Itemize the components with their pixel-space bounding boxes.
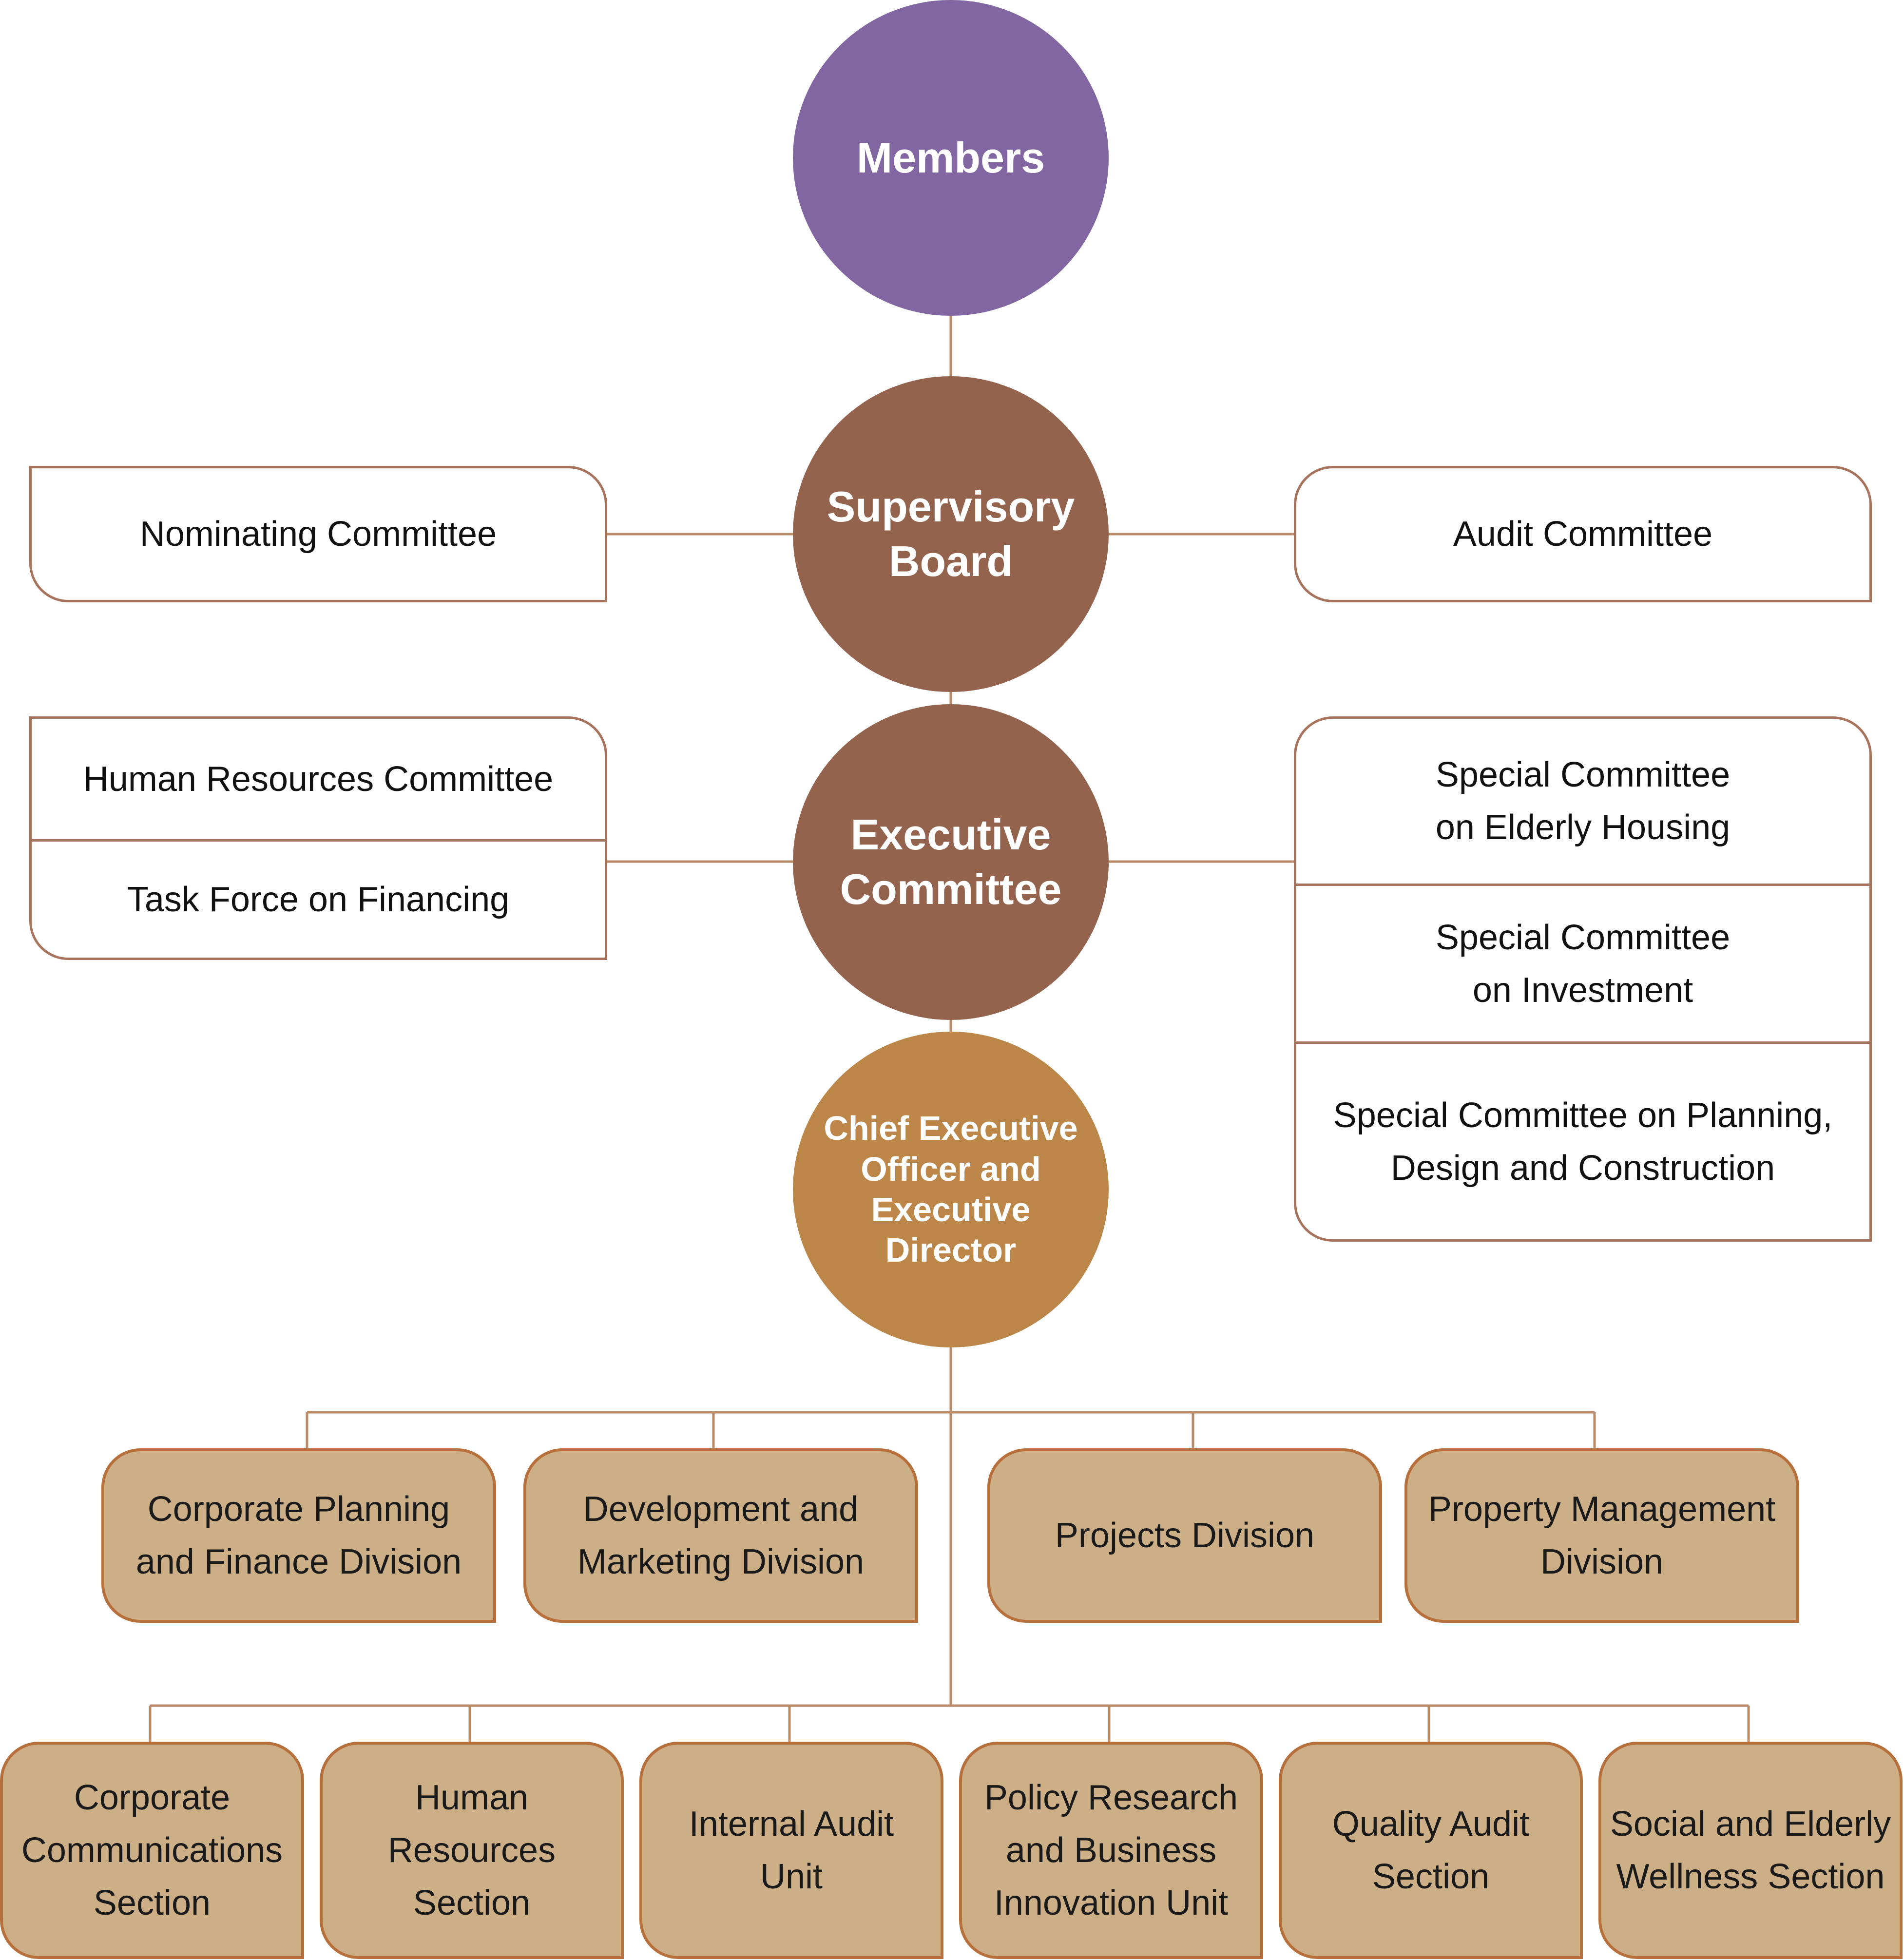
section-label-line: Internal Audit bbox=[689, 1805, 894, 1844]
projects-division-box: Projects Division bbox=[987, 1448, 1382, 1623]
ceo-label-line: Executive bbox=[871, 1191, 1031, 1229]
division-label-line: Division bbox=[1540, 1542, 1664, 1581]
internal-audit-unit-box: Internal Audit Unit bbox=[639, 1742, 943, 1959]
section-label-line: Unit bbox=[760, 1857, 823, 1896]
social-elderly-wellness-section-box: Social and Elderly Wellness Section bbox=[1598, 1742, 1903, 1959]
executive-committee-label-line: Executive bbox=[850, 810, 1051, 859]
section-label-line: Resources bbox=[387, 1831, 556, 1870]
section-label-line: and Business bbox=[1005, 1831, 1217, 1870]
section-label-line: Section bbox=[1372, 1857, 1490, 1896]
ceo-label-line: Officer and bbox=[861, 1150, 1041, 1188]
supervisory-board-label-line: Board bbox=[888, 537, 1013, 585]
audit-committee-box: Audit Committee bbox=[1294, 466, 1872, 602]
members-label: Members bbox=[856, 134, 1045, 182]
planning-committee-line: Special Committee on Planning, bbox=[1333, 1095, 1833, 1135]
supervisory-board-node: Supervisory Board bbox=[793, 376, 1109, 692]
section-label-line: Innovation Unit bbox=[994, 1883, 1229, 1922]
section-label-line: Section bbox=[93, 1883, 211, 1922]
section-label-line: Quality Audit bbox=[1332, 1805, 1530, 1844]
exec-right-committees-box: Special Committee on Elderly Housing Spe… bbox=[1294, 716, 1872, 1242]
exec-left-committees-box: Human Resources Committee Task Force on … bbox=[29, 716, 607, 960]
section-label-line: Communications bbox=[21, 1831, 283, 1870]
investment-committee-line: Special Committee bbox=[1435, 918, 1731, 957]
division-label-line: and Finance Division bbox=[135, 1542, 462, 1581]
quality-audit-section-box: Quality Audit Section bbox=[1279, 1742, 1583, 1959]
nominating-committee-box: Nominating Committee bbox=[29, 466, 607, 602]
section-label-line: Section bbox=[413, 1883, 531, 1922]
investment-committee-line: on Investment bbox=[1472, 970, 1693, 1010]
task-force-financing-label: Task Force on Financing bbox=[127, 880, 510, 919]
section-label-line: Policy Research bbox=[984, 1778, 1238, 1817]
corporate-planning-division-box: Corporate Planning and Finance Division bbox=[101, 1448, 496, 1623]
members-node: Members bbox=[793, 0, 1109, 316]
section-label-line: Human bbox=[415, 1778, 529, 1817]
section-label-line: Wellness Section bbox=[1616, 1857, 1885, 1896]
ceo-node: Chief Executive Officer and Executive Di… bbox=[793, 1032, 1109, 1347]
hr-committee-label: Human Resources Committee bbox=[83, 759, 554, 799]
ceo-label-line: Chief Executive bbox=[824, 1109, 1078, 1148]
supervisory-board-label-line: Supervisory bbox=[827, 482, 1075, 531]
property-management-division-box: Property Management Division bbox=[1404, 1448, 1799, 1623]
corporate-communications-section-box: Corporate Communications Section bbox=[0, 1742, 304, 1959]
executive-committee-label-line: Committee bbox=[840, 865, 1062, 913]
development-marketing-division-box: Development and Marketing Division bbox=[523, 1448, 918, 1623]
division-label-line: Marketing Division bbox=[577, 1542, 865, 1581]
division-label-line: Projects Division bbox=[1055, 1516, 1315, 1555]
executive-committee-node: Executive Committee bbox=[793, 704, 1109, 1020]
policy-research-unit-box: Policy Research and Business Innovation … bbox=[959, 1742, 1263, 1959]
human-resources-section-box: Human Resources Section bbox=[320, 1742, 624, 1959]
section-label-line: Corporate bbox=[74, 1778, 231, 1817]
section-label-line: Social and Elderly bbox=[1610, 1805, 1891, 1844]
ceo-label-line: Director bbox=[885, 1231, 1017, 1269]
division-label-line: Corporate Planning bbox=[147, 1490, 450, 1529]
nominating-committee-label: Nominating Committee bbox=[139, 515, 497, 554]
planning-committee-line: Design and Construction bbox=[1390, 1148, 1775, 1188]
elderly-housing-committee-line: on Elderly Housing bbox=[1435, 808, 1731, 847]
audit-committee-label: Audit Committee bbox=[1453, 515, 1713, 554]
division-label-line: Property Management bbox=[1428, 1490, 1776, 1529]
elderly-housing-committee-line: Special Committee bbox=[1435, 755, 1731, 794]
division-label-line: Development and bbox=[583, 1490, 859, 1529]
